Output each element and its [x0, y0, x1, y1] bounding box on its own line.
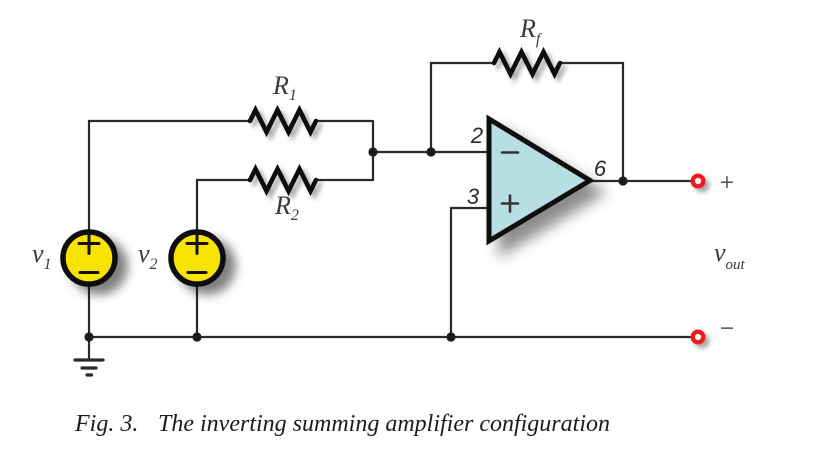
- noninverting-plus-icon: [500, 194, 520, 213]
- wire-feedback-left: [429, 61, 496, 154]
- vout-label: vout: [714, 238, 746, 273]
- wire-v2-to-r2: [195, 178, 252, 231]
- pin-2-label: 2: [470, 123, 483, 148]
- junction-dot: [618, 176, 628, 186]
- junction-dot: [446, 332, 456, 342]
- junction-dot: [368, 147, 378, 157]
- caption-figure-number: Fig. 3.: [74, 411, 138, 437]
- minus-terminal-label: −: [719, 317, 735, 339]
- source-v2: [168, 229, 226, 287]
- wire-v1-to-r1: [87, 119, 252, 231]
- v1-label: v1: [32, 239, 52, 273]
- junction-dot: [426, 147, 436, 157]
- rf-label: Rf: [519, 14, 543, 48]
- plus-icon: [185, 232, 209, 255]
- resistor-r1: [247, 104, 319, 138]
- r2-label: R2: [274, 191, 299, 224]
- plus-terminal-label: +: [719, 171, 735, 193]
- source-v1: [60, 229, 118, 287]
- resistor-r2: [247, 163, 319, 197]
- junction-dot: [192, 332, 202, 342]
- resistor-rf: [491, 46, 563, 80]
- resistors: [247, 46, 563, 197]
- wire-feedback-right: [558, 61, 625, 183]
- output-terminal-minus: [690, 329, 706, 345]
- pin-3-label: 3: [467, 184, 480, 209]
- output-terminal-plus: [690, 173, 706, 189]
- junction-dots: [84, 147, 628, 342]
- plus-icon: [77, 232, 101, 255]
- opamp: [486, 114, 595, 246]
- caption-text: The inverting summing amplifier configur…: [158, 411, 610, 437]
- wires: [87, 61, 692, 360]
- r1-label: R1: [272, 71, 297, 104]
- wire-noninverting-input: [449, 206, 491, 339]
- pin-6-label: 6: [594, 156, 607, 181]
- opamp-triangle: [486, 114, 595, 246]
- ground-icon: [73, 358, 105, 377]
- junction-dot: [84, 332, 94, 342]
- v2-label: v2: [138, 239, 158, 273]
